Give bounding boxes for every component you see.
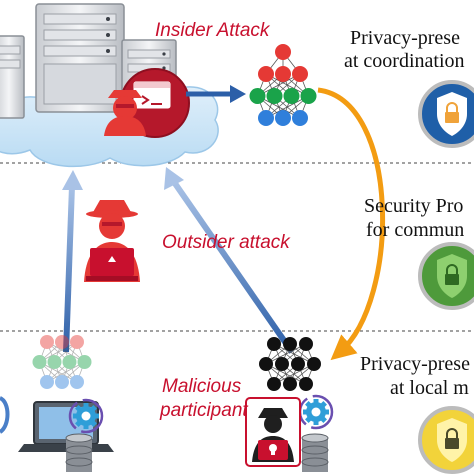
gear-icon	[298, 394, 334, 430]
protection-2-line1: Security Pro	[364, 195, 463, 217]
nn-edge	[54, 361, 78, 383]
nn-edge	[54, 341, 78, 363]
nn-node	[299, 337, 313, 351]
server-icon	[0, 35, 25, 119]
shield-lock-icon	[418, 80, 474, 148]
nn-node	[70, 375, 84, 389]
nn-node	[55, 375, 69, 389]
nn-node	[258, 66, 274, 82]
nn-node	[283, 88, 300, 104]
nn-edge	[46, 361, 85, 383]
malicious-label-line1: Malicious	[162, 376, 242, 397]
nn-edge	[69, 361, 78, 383]
nn-edge	[273, 363, 315, 385]
nn-edge	[54, 341, 63, 363]
protection-1-line1: Privacy-prese	[350, 27, 460, 49]
nn-edge	[46, 341, 70, 363]
nn-edge	[61, 361, 70, 383]
nn-edge	[61, 341, 85, 363]
neural-network-icon	[249, 44, 317, 126]
nn-node	[70, 335, 84, 349]
nn-node	[259, 357, 273, 371]
nn-node	[266, 88, 283, 104]
nn-node	[275, 66, 291, 82]
nn-node	[300, 88, 317, 104]
nn-edge	[46, 341, 85, 363]
nn-node	[32, 355, 47, 369]
upload-arrow	[186, 85, 246, 103]
nn-node	[307, 357, 321, 371]
nn-edge	[46, 341, 55, 363]
nn-node	[267, 337, 281, 351]
shield-lock-icon	[418, 242, 474, 310]
nn-edge	[39, 361, 78, 383]
outsider-attack-label: Outsider attack	[162, 232, 291, 253]
nn-node	[55, 335, 69, 349]
nn-node	[258, 110, 274, 126]
nn-node	[267, 377, 281, 391]
nn-node	[283, 377, 297, 391]
nn-edge	[265, 343, 307, 365]
insider-attack-label: Insider Attack	[155, 20, 271, 41]
neural-network-icon	[32, 335, 92, 389]
malicious-label-line2: participant	[159, 400, 248, 421]
client-upload-arrow-right	[164, 167, 295, 354]
nn-node	[291, 357, 305, 371]
insider-hacker-icon	[104, 68, 190, 138]
nn-edge	[46, 361, 55, 383]
nn-edge	[69, 341, 78, 363]
protection-3-line1: Privacy-prese	[360, 353, 470, 375]
model-distribution-arrow	[317, 87, 386, 361]
nn-edge	[76, 341, 85, 363]
gear-icon	[0, 396, 10, 434]
nn-edge	[76, 361, 85, 383]
nn-node	[292, 66, 308, 82]
nn-node	[77, 355, 92, 369]
nn-node	[275, 44, 291, 60]
nn-edge	[39, 341, 48, 363]
protection-1-line2: at coordination	[344, 50, 465, 72]
nn-node	[292, 110, 308, 126]
nn-edge	[61, 361, 85, 383]
nn-edge	[61, 341, 70, 363]
protection-3-line2: at local m	[390, 377, 469, 399]
neural-network-icon	[259, 337, 321, 391]
nn-node	[299, 377, 313, 391]
protection-2-line2: for commun	[366, 219, 464, 241]
nn-node	[283, 337, 297, 351]
nn-node	[275, 110, 291, 126]
nn-edge	[39, 341, 63, 363]
outsider-hacker-icon	[84, 200, 140, 282]
nn-node	[40, 375, 54, 389]
shield-lock-icon	[418, 406, 474, 474]
nn-node	[47, 355, 62, 369]
nn-node	[275, 357, 289, 371]
server-icon	[35, 3, 125, 113]
nn-node	[40, 335, 54, 349]
nn-node	[249, 88, 266, 104]
gear-icon	[68, 398, 104, 434]
nn-edge	[39, 341, 78, 363]
client-upload-arrow-left	[62, 170, 83, 353]
nn-edge	[46, 361, 70, 383]
database-icon	[65, 433, 93, 472]
skull-icon	[269, 444, 277, 452]
database-icon	[301, 433, 329, 472]
nn-edge	[39, 361, 48, 383]
nn-node	[62, 355, 77, 369]
nn-edge	[54, 361, 63, 383]
malicious-hacker-icon	[245, 397, 301, 467]
nn-edge	[39, 361, 63, 383]
